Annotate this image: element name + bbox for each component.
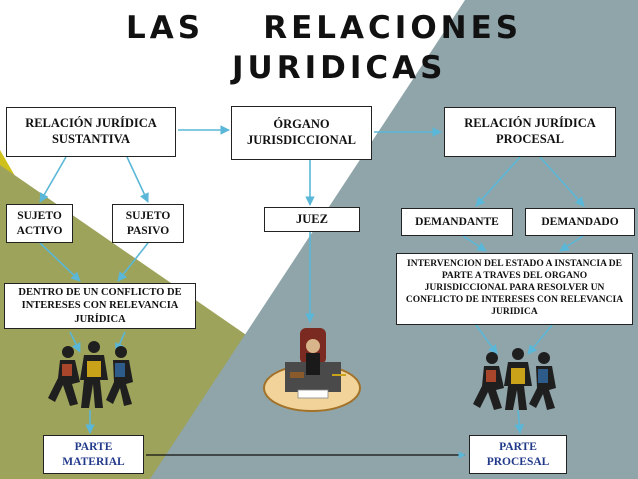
box-parte-procesal: PARTE PROCESAL	[469, 435, 567, 474]
arrow-conflicto-figures-l	[69, 331, 81, 353]
arrow-to-pasivo	[126, 156, 149, 203]
arrow-to-demandante	[475, 156, 521, 207]
box-sujeto-pasivo: SUJETO PASIVO	[112, 204, 184, 243]
arrow-to-demandado	[539, 156, 585, 207]
box-organo-jurisdiccional: ÓRGANO JURISDICCIONAL	[231, 106, 372, 160]
box-sujeto-activo: SUJETO ACTIVO	[6, 204, 73, 243]
title-line-2: JURIDICAS	[232, 50, 447, 86]
box-demandante: DEMANDANTE	[401, 208, 513, 236]
arrow-demandado-intervencion	[559, 235, 584, 252]
box-intervencion-estado: INTERVENCION DEL ESTADO A INSTANCIA DE P…	[396, 253, 633, 325]
arrow-intervencion-figures-r	[527, 324, 553, 355]
arrow-to-activo	[39, 156, 67, 203]
arrow-figures-procesal	[514, 409, 525, 434]
judge-figure	[263, 328, 361, 412]
people-group-left	[48, 341, 133, 408]
box-demandado: DEMANDADO	[525, 208, 635, 236]
arrow-pasivo-conflicto	[117, 242, 149, 282]
arrow-intervencion-figures-l	[475, 324, 498, 355]
box-parte-material: PARTE MATERIAL	[43, 435, 144, 474]
box-relacion-sustantiva: RELACIÓN JURÍDICA SUSTANTIVA	[6, 107, 176, 157]
box-juez: JUEZ	[264, 207, 360, 232]
arrow-activo-conflicto	[39, 242, 81, 282]
box-conflicto: DENTRO DE UN CONFLICTO DE INTERESES CON …	[4, 283, 196, 329]
box-relacion-procesal: RELACIÓN JURÍDICA PROCESAL	[444, 107, 616, 157]
arrow-demandante-intervencion	[462, 235, 487, 252]
people-group-right	[473, 348, 556, 410]
title-line-1: LAS RELACIONES	[126, 10, 523, 46]
